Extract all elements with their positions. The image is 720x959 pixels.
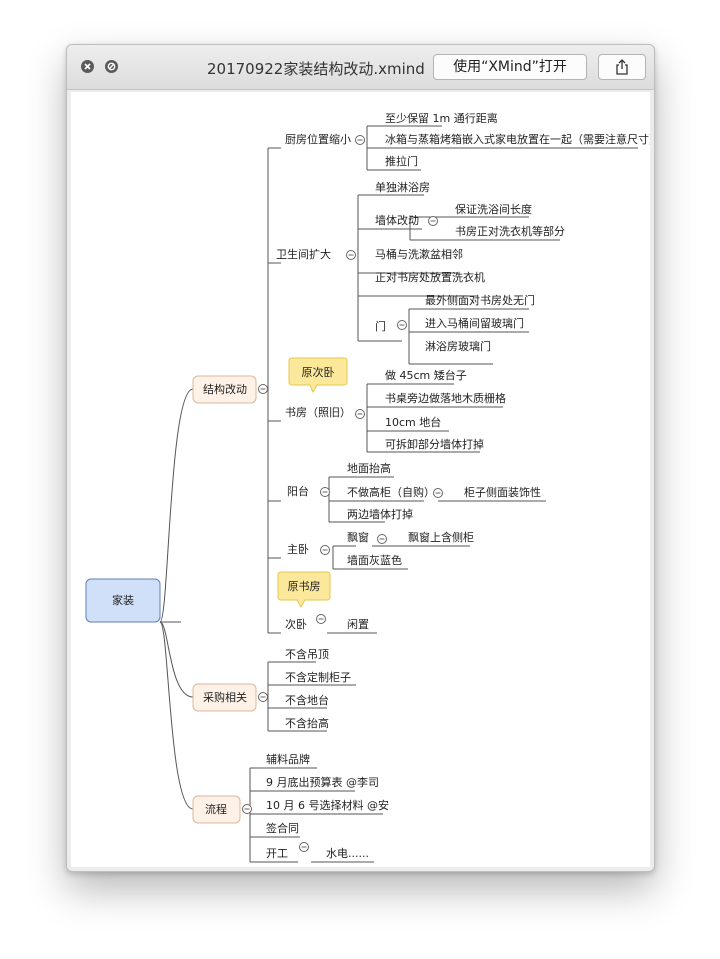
door-item[interactable]: 淋浴房玻璃门 (425, 339, 491, 353)
flow-start[interactable]: 开工 (266, 847, 288, 860)
door-item[interactable]: 最外侧面对书房处无门 (425, 293, 535, 307)
purchase-item[interactable]: 不含抬高 (285, 716, 329, 730)
connectors (159, 125, 638, 863)
root-topic-label: 家装 (112, 593, 134, 607)
bath-item[interactable]: 正对书房处放置洗衣机 (375, 270, 485, 284)
topic-master[interactable]: 主卧 (287, 543, 309, 556)
master-window[interactable]: 飘窗 (347, 530, 369, 544)
start-item[interactable]: 水电...... (326, 847, 369, 860)
study-item[interactable]: 可拆卸部分墙体打掉 (385, 437, 484, 451)
purchase-item[interactable]: 不含地台 (285, 693, 329, 707)
bath-door[interactable]: 门 (375, 319, 386, 333)
mindmap: 家装 结构改动 采购相关 流程 原次卧 原书房 (85, 111, 650, 863)
purchase-item[interactable]: 不含定制柜子 (285, 670, 351, 684)
flow-item[interactable]: 辅料品牌 (266, 752, 310, 766)
window-item[interactable]: 飘窗上含侧柜 (408, 530, 474, 544)
topic-study[interactable]: 书房（照旧） (285, 406, 351, 419)
topic-second[interactable]: 次卧 (285, 617, 307, 631)
kitchen-item[interactable]: 推拉门 (385, 154, 418, 168)
branch-flow[interactable]: 流程 (192, 795, 241, 824)
share-button[interactable] (598, 54, 646, 80)
topic-balcony[interactable]: 阳台 (287, 484, 309, 498)
bath-item[interactable]: 单独淋浴房 (375, 181, 430, 194)
flow-item[interactable]: 10 月 6 号选择材料 @安 (266, 798, 389, 812)
balcony-item[interactable]: 地面抬高 (347, 461, 391, 475)
branch-flow-label: 流程 (205, 802, 227, 816)
share-icon (616, 59, 628, 75)
block-icon[interactable] (105, 60, 118, 73)
wall-item[interactable]: 书房正对洗衣机等部分 (455, 224, 565, 238)
root-topic[interactable]: 家装 (85, 578, 161, 623)
kitchen-item[interactable]: 冰箱与蒸箱烤箱嵌入式家电放置在一起（需要注意尺寸） (385, 132, 650, 146)
close-icon[interactable] (81, 60, 94, 73)
balcony-cabinet[interactable]: 不做高柜（自购） (347, 485, 435, 499)
window-title: 20170922家装结构改动.xmind (207, 60, 425, 78)
bath-wall[interactable]: 墙体改动 (375, 213, 419, 227)
topic-kitchen[interactable]: 厨房位置缩小 (285, 132, 351, 146)
branch-jiegou-label: 结构改动 (203, 382, 247, 396)
branch-jiegou[interactable]: 结构改动 (192, 375, 257, 404)
master-item[interactable]: 墙面灰蓝色 (347, 553, 402, 567)
cabinet-item[interactable]: 柜子侧面装饰性 (464, 485, 541, 499)
collapse-minus-marks (244, 139, 441, 848)
flow-item[interactable]: 签合同 (266, 821, 299, 835)
branch-purchase[interactable]: 采购相关 (192, 683, 257, 712)
balcony-item[interactable]: 两边墙体打掉 (347, 507, 413, 521)
mindmap-canvas[interactable]: 家装 结构改动 采购相关 流程 原次卧 原书房 (71, 92, 650, 867)
app-window: 20170922家装结构改动.xmind 使用“XMind”打开 (66, 44, 655, 872)
wall-item[interactable]: 保证洗浴间长度 (455, 202, 532, 216)
title-bar: 20170922家装结构改动.xmind 使用“XMind”打开 (67, 45, 654, 90)
second-item[interactable]: 闲置 (347, 617, 369, 631)
callout-study-label: 原次卧 (302, 365, 335, 379)
open-with-xmind-button[interactable]: 使用“XMind”打开 (433, 54, 587, 80)
kitchen-item[interactable]: 至少保留 1m 通行距离 (385, 111, 498, 125)
topic-bath[interactable]: 卫生间扩大 (276, 247, 331, 261)
callout-second[interactable]: 原书房 (277, 571, 331, 609)
callout-study[interactable]: 原次卧 (288, 357, 348, 394)
branch-purchase-label: 采购相关 (203, 690, 247, 704)
flow-item[interactable]: 9 月底出预算表 @李司 (266, 775, 379, 789)
door-item[interactable]: 进入马桶间留玻璃门 (425, 316, 524, 330)
bath-item[interactable]: 马桶与洗漱盆相邻 (375, 247, 463, 261)
study-item[interactable]: 书桌旁边做落地木质栅格 (385, 391, 506, 405)
study-item[interactable]: 做 45cm 矮台子 (385, 368, 467, 382)
study-item[interactable]: 10cm 地台 (385, 415, 441, 429)
callout-second-label: 原书房 (288, 580, 321, 593)
purchase-item[interactable]: 不含吊顶 (285, 647, 329, 661)
